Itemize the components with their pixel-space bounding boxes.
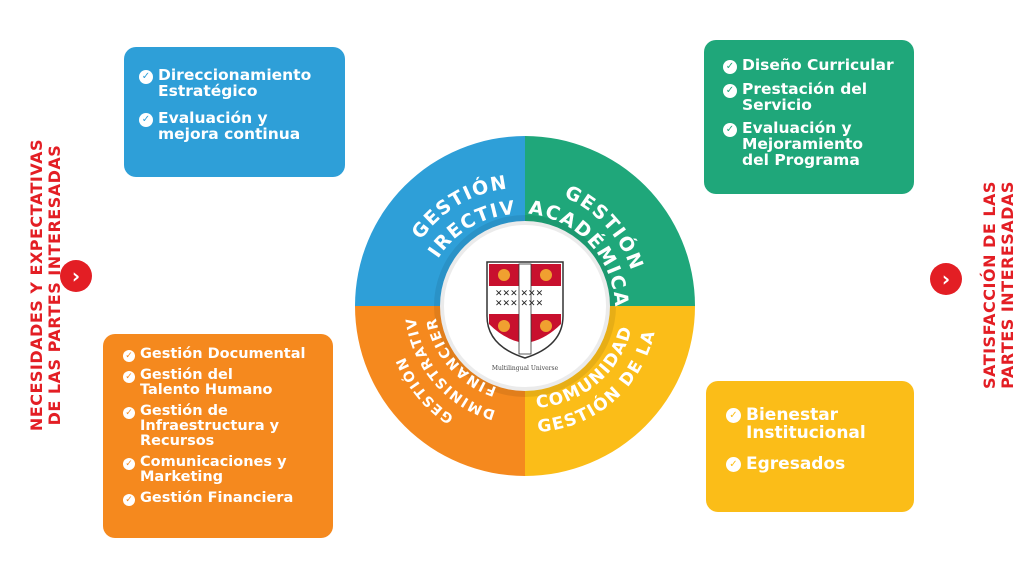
check-circle-icon: ✓ bbox=[123, 494, 135, 506]
comunidad-bubble: ✓ Bienestar Institucional ✓ Egresados bbox=[706, 381, 914, 512]
check-circle-icon: ✓ bbox=[123, 458, 135, 470]
shield-logo-icon: ✕✕✕ ✕✕✕ ✕✕✕ ✕✕✕ bbox=[486, 261, 564, 359]
list-item: ✓ Evaluación y Mejoramiento del Programa bbox=[723, 120, 904, 168]
list-item: ✓ Gestión Documental bbox=[123, 347, 327, 362]
academica-bubble: ✓ Diseño Curricular ✓ Prestación del Ser… bbox=[704, 40, 914, 194]
item-label: Evaluación y mejora continua bbox=[158, 109, 301, 143]
check-circle-icon: ✓ bbox=[726, 457, 741, 472]
item-label: Gestión Financiera bbox=[140, 490, 294, 506]
check-circle-icon: ✓ bbox=[723, 123, 737, 137]
item-label: Prestación del Servicio bbox=[742, 80, 868, 114]
segment-directiva bbox=[355, 136, 525, 306]
logo-caption: Multilingual Universe bbox=[492, 365, 559, 372]
item-label: Evaluación y Mejoramiento del Programa bbox=[742, 119, 864, 169]
check-circle-icon: ✓ bbox=[123, 371, 135, 383]
check-circle-icon: ✓ bbox=[123, 350, 135, 362]
check-circle-icon: ✓ bbox=[726, 408, 741, 423]
item-label: Comunicaciones y Marketing bbox=[140, 454, 287, 485]
item-label: Gestión de Infraestructura y Recursos bbox=[140, 403, 280, 449]
list-item: ✓ Evaluación y mejora continua bbox=[139, 110, 335, 142]
segment-comunidad bbox=[525, 306, 695, 476]
management-wheel: ✕✕✕ ✕✕✕ ✕✕✕ ✕✕✕ Multilingual Universe GE… bbox=[355, 136, 695, 476]
administrativa-bubble: ✓ Gestión Documental ✓ Gestión del Talen… bbox=[103, 334, 333, 538]
directiva-bubble: ✓ Direccionamiento Estratégico ✓ Evaluac… bbox=[124, 47, 345, 177]
chevron-right-icon: › bbox=[930, 263, 962, 295]
check-circle-icon: ✓ bbox=[723, 60, 737, 74]
item-label: Bienestar Institucional bbox=[746, 405, 866, 443]
item-label: Diseño Curricular bbox=[742, 56, 894, 74]
segment-administrativa bbox=[355, 306, 525, 476]
item-label: Gestión Documental bbox=[140, 346, 306, 362]
left-side-label: NECESIDADES Y EXPECTATIVAS DE LAS PARTES… bbox=[27, 138, 64, 432]
item-label: Direccionamiento Estratégico bbox=[158, 66, 312, 100]
segment-academica bbox=[525, 136, 695, 306]
chevron-right-icon: › bbox=[60, 260, 92, 292]
list-item: ✓ Gestión Financiera bbox=[123, 491, 327, 506]
list-item: ✓ Diseño Curricular bbox=[723, 57, 904, 74]
check-circle-icon: ✓ bbox=[723, 84, 737, 98]
list-item: ✓ Egresados bbox=[726, 455, 904, 473]
list-item: ✓ Gestión de Infraestructura y Recursos bbox=[123, 404, 327, 449]
list-item: ✓ Bienestar Institucional bbox=[726, 406, 904, 442]
svg-text:✕✕✕ ✕✕✕: ✕✕✕ ✕✕✕ bbox=[495, 299, 543, 309]
list-item: ✓ Comunicaciones y Marketing bbox=[123, 455, 327, 485]
list-item: ✓ Prestación del Servicio bbox=[723, 81, 904, 113]
list-item: ✓ Direccionamiento Estratégico bbox=[139, 67, 335, 99]
list-item: ✓ Gestión del Talento Humano bbox=[123, 368, 327, 398]
inner-rim bbox=[434, 215, 616, 397]
svg-text:✕✕✕ ✕✕✕: ✕✕✕ ✕✕✕ bbox=[495, 289, 543, 299]
check-circle-icon: ✓ bbox=[123, 407, 135, 419]
item-label: Gestión del Talento Humano bbox=[140, 367, 273, 398]
right-side-label: SATISFACCIÓN DE LAS PARTES INTERESADAS bbox=[980, 181, 1017, 389]
check-circle-icon: ✓ bbox=[139, 113, 153, 127]
item-label: Egresados bbox=[746, 454, 846, 474]
check-circle-icon: ✓ bbox=[139, 70, 153, 84]
